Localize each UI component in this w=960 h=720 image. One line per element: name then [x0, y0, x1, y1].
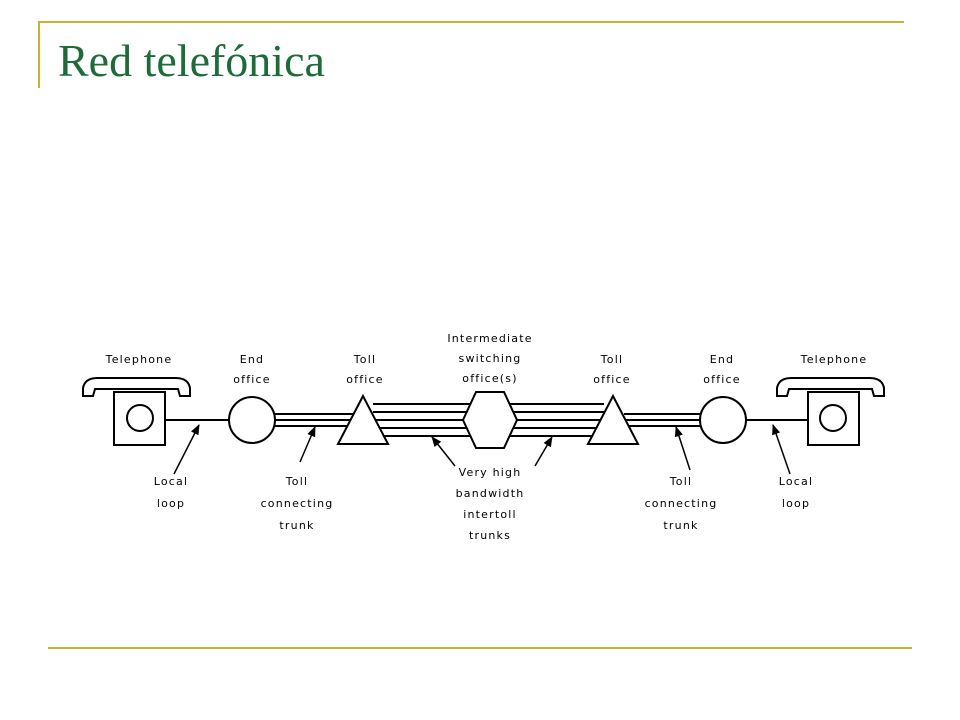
label-tct-right-1: Toll	[669, 475, 693, 488]
label-local-loop-left-2: loop	[157, 497, 185, 510]
toll-office-right-node	[586, 393, 640, 445]
intermediate-switch-node	[461, 391, 519, 449]
arrow-local-loop-right	[772, 424, 791, 475]
label-vhb-1: Very high	[459, 466, 522, 479]
telephone-icon	[82, 377, 191, 446]
label-local-loop-right-1: Local	[779, 475, 814, 488]
arrow-local-loop-left	[173, 424, 200, 475]
label-vhb-2: bandwidth	[456, 487, 525, 500]
label-intermediate-3: office(s)	[462, 372, 517, 385]
label-toll-office-right-2: office	[593, 373, 631, 386]
arrow-vhb-left	[431, 436, 456, 467]
arrows	[173, 424, 791, 475]
label-telephone-left: Telephone	[105, 353, 173, 366]
arrow-tct-left	[299, 426, 316, 463]
label-vhb-4: trunks	[469, 529, 511, 542]
label-tct-right-2: connecting	[645, 497, 718, 510]
label-end-office-left-1: End	[240, 353, 265, 366]
end-office-left-node	[228, 396, 276, 444]
links	[165, 403, 808, 437]
slide-title: Red telefónica	[58, 35, 325, 86]
top-rule	[38, 21, 904, 23]
label-toll-office-left-2: office	[346, 373, 384, 386]
label-intermediate-2: switching	[459, 352, 522, 365]
end-office-right-node	[699, 396, 747, 444]
label-end-office-left-2: office	[233, 373, 271, 386]
label-end-office-right-1: End	[710, 353, 735, 366]
label-tct-right-3: trunk	[663, 519, 698, 532]
bottom-rule	[48, 647, 912, 649]
arrow-tct-right	[674, 426, 691, 471]
label-local-loop-left-1: Local	[154, 475, 189, 488]
label-intermediate-1: Intermediate	[447, 332, 532, 345]
label-tct-left-2: connecting	[261, 497, 334, 510]
label-toll-office-left-1: Toll	[353, 353, 377, 366]
label-end-office-right-2: office	[703, 373, 741, 386]
left-rule	[38, 21, 40, 88]
label-toll-office-right-1: Toll	[600, 353, 624, 366]
toll-office-left-node	[336, 393, 390, 445]
label-vhb-3: intertoll	[463, 508, 517, 521]
label-local-loop-right-2: loop	[782, 497, 810, 510]
telephone-icon	[776, 377, 885, 446]
label-tct-left-3: trunk	[279, 519, 314, 532]
label-tct-left-1: Toll	[285, 475, 309, 488]
label-telephone-right: Telephone	[800, 353, 868, 366]
arrow-vhb-right	[534, 436, 553, 467]
